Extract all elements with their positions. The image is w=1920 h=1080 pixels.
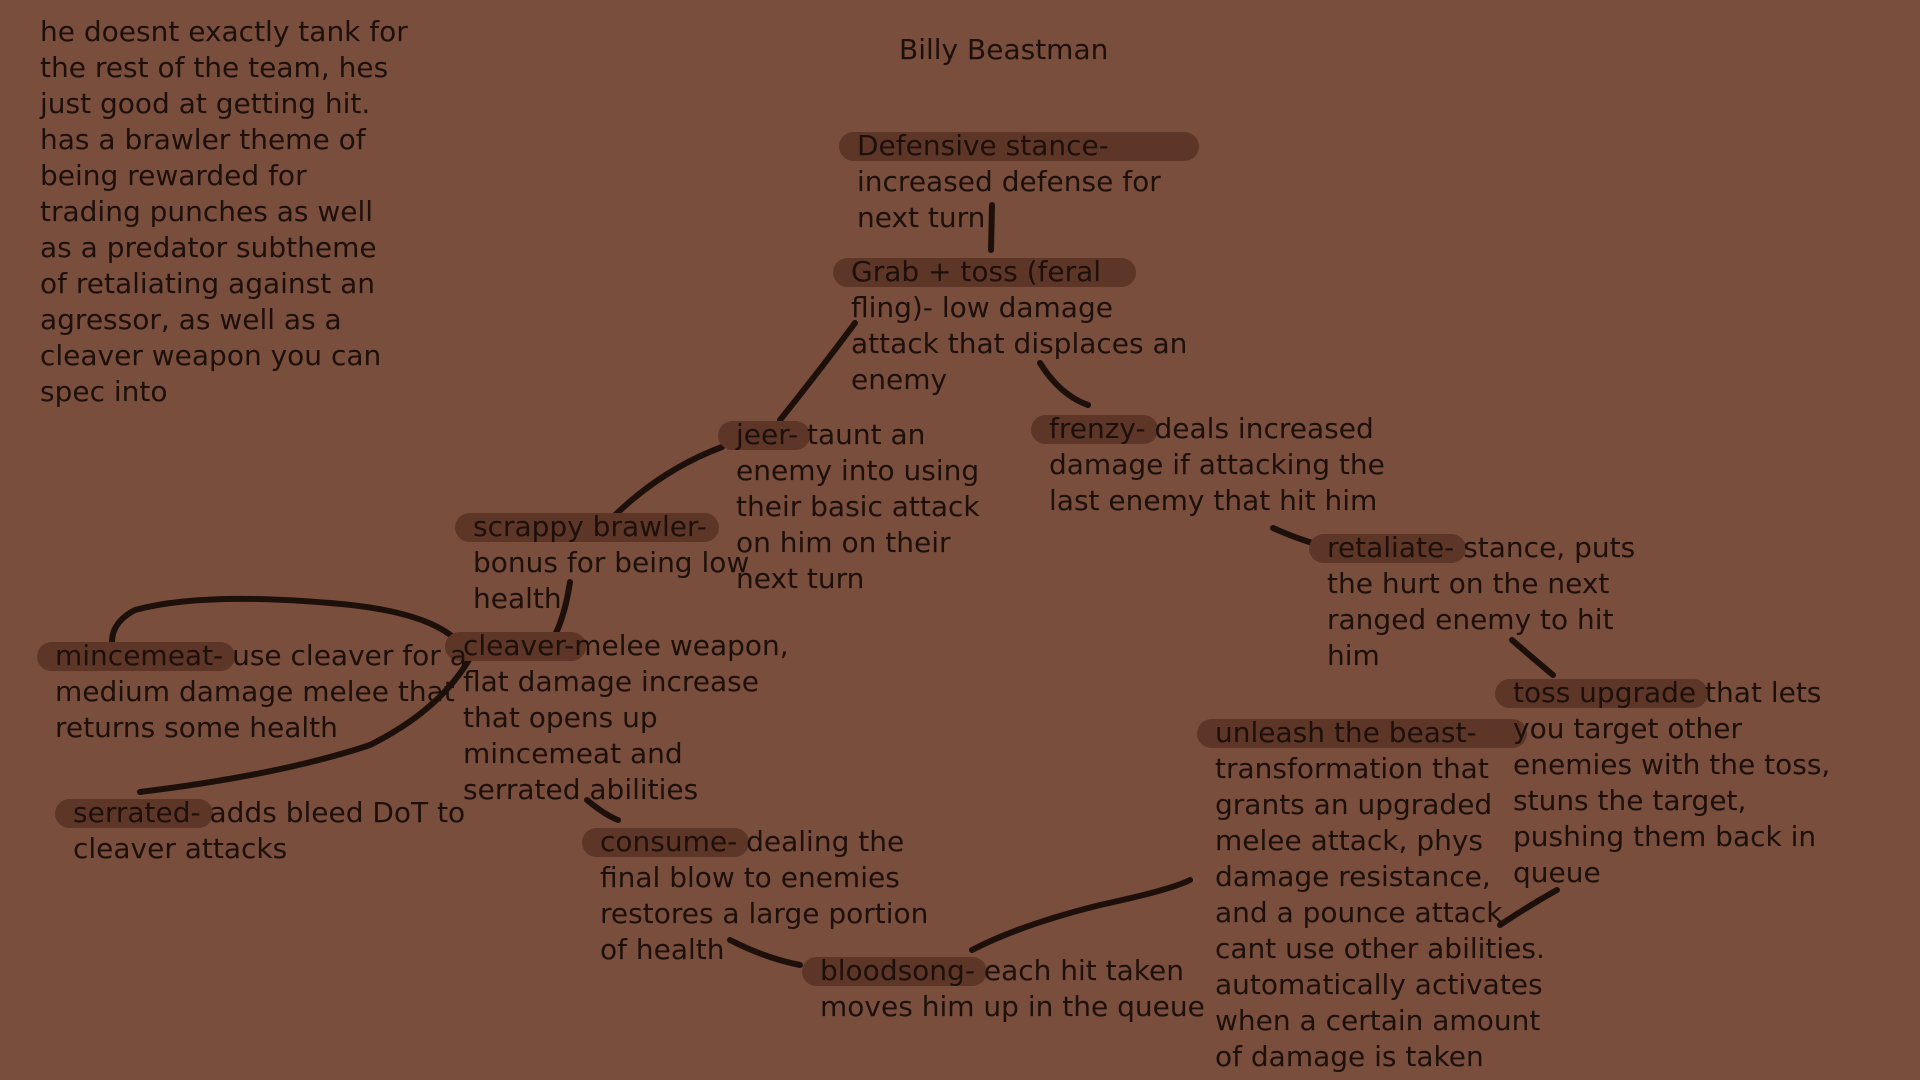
- node-grab-toss: Grab + toss (feral fling)- low damage at…: [851, 255, 1188, 396]
- node-scrappy-brawler: scrappy brawler- bonus for being low hea…: [473, 510, 750, 615]
- node-frenzy: frenzy- deals increased damage if attack…: [1049, 412, 1385, 517]
- node-label: scrappy brawler-: [473, 510, 707, 543]
- link-defensive-grab: [988, 202, 995, 253]
- node-jeer: jeer- taunt an enemy into using their ba…: [736, 418, 980, 595]
- node-label: mincemeat-: [55, 639, 224, 672]
- link-bloodsong-unleash: [969, 877, 1193, 953]
- node-serrated: serrated- adds bleed DoT to cleaver atta…: [73, 796, 466, 865]
- node-label: serrated-: [73, 796, 201, 829]
- node-consume: consume- dealing the final blow to enemi…: [600, 825, 929, 966]
- node-retaliate: retaliate- stance, puts the hurt on the …: [1327, 531, 1636, 672]
- intro-text: he doesnt exactly tank for the rest of t…: [40, 15, 408, 408]
- node-label: cleaver-: [463, 629, 575, 662]
- node-toss-upgrade: toss upgrade that lets you target other …: [1513, 676, 1831, 889]
- node-label: jeer-: [736, 418, 799, 451]
- node-mincemeat: mincemeat- use cleaver for a medium dama…: [55, 639, 467, 744]
- link-retaliate-toss: [1509, 637, 1556, 678]
- node-label: unleash the beast-: [1215, 716, 1477, 749]
- node-label: retaliate-: [1327, 531, 1455, 564]
- link-grab-frenzy: [1037, 360, 1091, 408]
- link-grab-jeer: [777, 320, 858, 423]
- node-label: Grab + toss (feral: [851, 255, 1102, 288]
- link-cleaver-consume: [584, 797, 621, 823]
- link-cleaver-mincemeat: [109, 595, 456, 645]
- node-label: consume-: [600, 825, 738, 858]
- node-label: toss upgrade: [1513, 676, 1697, 709]
- link-cleaver-serrated: [137, 655, 473, 795]
- link-consume-bloodsong: [727, 937, 803, 968]
- node-unleash-the-beast: unleash the beast- transformation that g…: [1215, 716, 1545, 1073]
- node-cleaver: cleaver-melee weapon, flat damage increa…: [463, 629, 789, 806]
- page-title: Billy Beastman: [899, 33, 1109, 66]
- node-label: bloodsong-: [820, 954, 975, 987]
- node-label: Defensive stance-: [857, 129, 1109, 162]
- node-label: frenzy-: [1049, 412, 1146, 445]
- node-bloodsong: bloodsong- each hit taken moves him up i…: [820, 954, 1205, 1023]
- node-defensive-stance: Defensive stance- increased defense for …: [857, 129, 1161, 234]
- link-toss-unleash: [1497, 887, 1560, 928]
